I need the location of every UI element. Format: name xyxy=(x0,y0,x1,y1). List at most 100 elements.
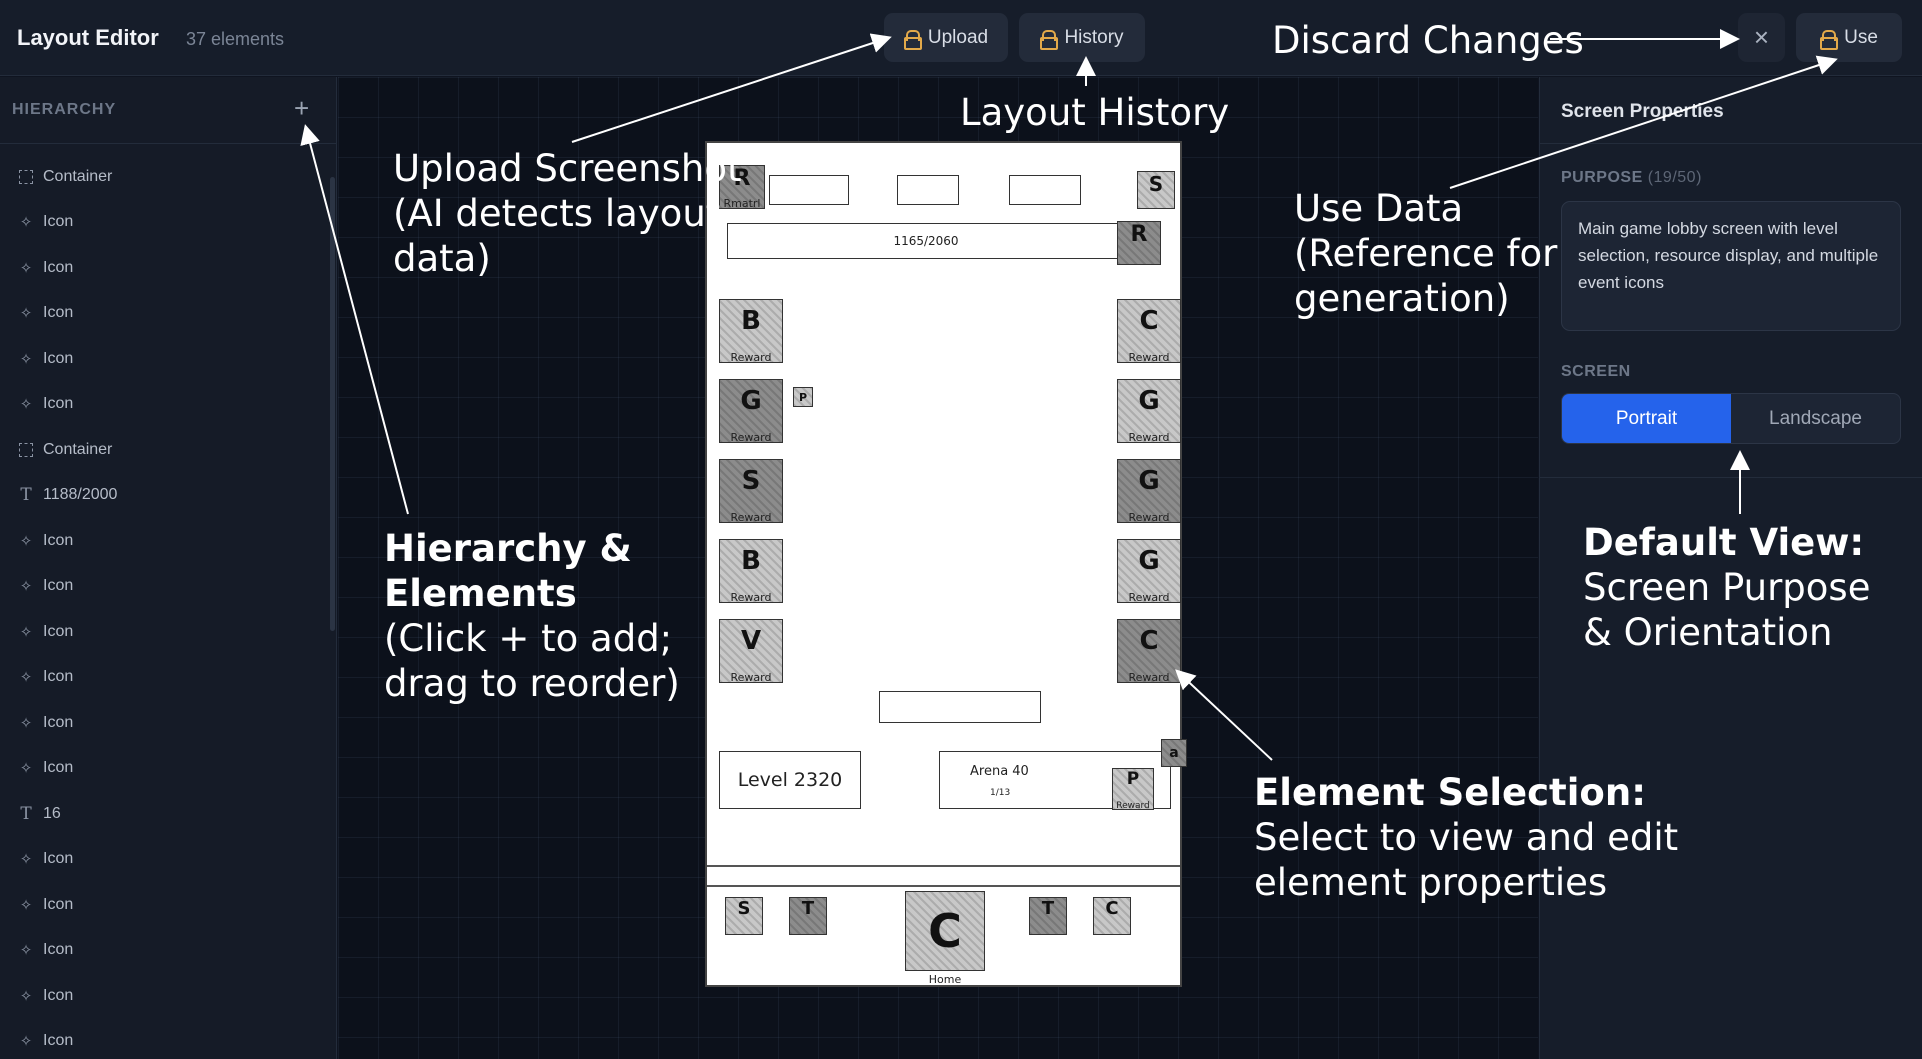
properties-title: Screen Properties xyxy=(1561,101,1724,122)
hierarchy-item-container[interactable]: Container xyxy=(18,427,117,473)
app-title: Layout Editor xyxy=(17,25,159,50)
mockup-reward-icon[interactable]: V Reward xyxy=(719,619,783,684)
mockup-empty-box[interactable] xyxy=(879,691,1041,723)
hierarchy-item-label: Icon xyxy=(43,1032,74,1050)
close-icon: × xyxy=(1753,22,1770,52)
scrollbar[interactable] xyxy=(330,177,335,631)
annotation-default-view: Default View: Screen Purpose & Orientati… xyxy=(1583,520,1870,655)
mockup-nav-item[interactable]: C xyxy=(1093,897,1131,935)
screen-label: SCREEN xyxy=(1561,363,1631,380)
hierarchy-item-icon[interactable]: ✧Icon xyxy=(18,928,117,974)
mockup-nav-item[interactable]: T xyxy=(789,897,827,935)
mockup-side-tab[interactable]: a xyxy=(1161,739,1187,767)
annotation-hierarchy-title: Elements xyxy=(384,572,577,615)
hierarchy-item-icon[interactable]: ✧Icon xyxy=(18,655,117,701)
hierarchy-item-label: Icon xyxy=(43,986,74,1004)
mockup-small-badge[interactable]: P xyxy=(793,387,813,407)
upload-button[interactable]: Upload xyxy=(884,13,1008,62)
mockup-reward-caption: Reward xyxy=(730,671,772,684)
hierarchy-item-icon[interactable]: ✧Icon xyxy=(18,609,117,655)
mockup-arena-icon[interactable]: P Reward xyxy=(1112,768,1154,811)
use-button[interactable]: Use xyxy=(1796,13,1902,62)
hierarchy-item-label: Icon xyxy=(43,531,74,549)
history-button[interactable]: History xyxy=(1019,13,1145,62)
annotation-selection-title: Element Selection: xyxy=(1254,771,1646,814)
element-count: 37 elements xyxy=(186,29,285,49)
mockup-reward-letter: G xyxy=(740,386,762,416)
annotation-upload-title: Upload Screenshot xyxy=(393,147,742,190)
hierarchy-item-icon[interactable]: ✧Icon xyxy=(18,700,117,746)
hierarchy-item-icon[interactable]: ✧Icon xyxy=(18,837,117,883)
mockup-nav-letter: T xyxy=(801,898,815,919)
mockup-top-icon[interactable]: R Rmatrl xyxy=(719,165,765,210)
mockup-nav-item[interactable]: T xyxy=(1029,897,1067,935)
mockup-level-box[interactable]: Level 2320 xyxy=(719,751,861,809)
hierarchy-item-icon[interactable]: ✧Icon xyxy=(18,382,117,428)
portrait-option[interactable]: Portrait xyxy=(1562,394,1731,443)
mockup-resource-box[interactable] xyxy=(897,175,959,205)
mockup-arena-text: Arena 40 xyxy=(970,764,1029,779)
add-element-icon[interactable]: + xyxy=(294,93,310,123)
mockup-reward-caption: Reward xyxy=(730,591,772,604)
hierarchy-item-label: Container xyxy=(43,167,113,185)
hierarchy-item-icon[interactable]: ✧Icon xyxy=(18,564,117,610)
annotation-hierarchy-sub: (Click + to add; xyxy=(384,617,673,660)
hierarchy-header: HIERARCHY xyxy=(12,101,117,118)
mockup-reward-letter: B xyxy=(741,546,761,576)
hierarchy-item-icon[interactable]: ✧Icon xyxy=(18,1019,117,1059)
annotation-default-title: Default View: xyxy=(1583,521,1865,564)
landscape-option[interactable]: Landscape xyxy=(1769,407,1862,429)
mockup-arena-icon-caption: Reward xyxy=(1116,801,1150,811)
container-icon-shape xyxy=(19,169,33,184)
annotation-discard: Discard Changes xyxy=(1272,19,1584,62)
hierarchy-item-container[interactable]: Container xyxy=(18,154,117,200)
mockup-nav-item[interactable]: S xyxy=(725,897,763,935)
sparkle-icon: ✧ xyxy=(19,714,33,732)
mockup-resource-box[interactable] xyxy=(769,175,849,205)
hierarchy-item-icon[interactable]: ✧Icon xyxy=(18,746,117,792)
hierarchy-item-icon[interactable]: ✧Icon xyxy=(18,200,117,246)
hierarchy-item-icon[interactable]: ✧Icon xyxy=(18,336,117,382)
hierarchy-item-icon[interactable]: ✧Icon xyxy=(18,245,117,291)
sparkle-icon: ✧ xyxy=(19,305,33,323)
container-icon-shape xyxy=(19,442,33,457)
mockup-top-right-icon[interactable]: S xyxy=(1137,171,1175,209)
mockup-nav-home[interactable]: C Home xyxy=(905,891,985,986)
mockup-arena-box[interactable]: Arena 40 1/13 P Reward xyxy=(939,751,1171,811)
hierarchy-item-label: Icon xyxy=(43,349,74,367)
mockup-progress-bar[interactable]: 1165/2060 xyxy=(727,223,1125,259)
annotation-default-sub: Screen Purpose xyxy=(1583,566,1871,609)
mockup-bar-icon[interactable]: R xyxy=(1117,221,1161,265)
hierarchy-item-icon[interactable]: ✧Icon xyxy=(18,973,117,1019)
mockup-reward-icon[interactable]: B Reward xyxy=(719,539,783,604)
annotation-use-sub: generation) xyxy=(1294,277,1510,320)
mockup-reward-caption: Reward xyxy=(1128,671,1170,684)
annotation-selection-sub: element properties xyxy=(1254,861,1608,904)
hierarchy-item-icon[interactable]: ✧Icon xyxy=(18,882,117,928)
mockup-top-icon-caption: Rmatrl xyxy=(723,197,761,210)
discard-changes-button[interactable]: × xyxy=(1738,13,1785,62)
hierarchy-item-label: Icon xyxy=(43,941,74,959)
lock-icon xyxy=(1820,29,1839,50)
mockup-reward-caption: Reward xyxy=(1128,511,1170,524)
hierarchy-item-icon[interactable]: ✧Icon xyxy=(18,291,117,337)
mockup-reward-letter: G xyxy=(1138,386,1160,416)
mockup-reward-letter: V xyxy=(740,626,762,656)
purpose-textarea[interactable]: Main game lobby screen with level select… xyxy=(1561,201,1901,331)
mockup-resource-box[interactable] xyxy=(1009,175,1081,205)
hierarchy-item-icon[interactable]: ✧Icon xyxy=(18,518,117,564)
divider xyxy=(0,143,337,144)
mockup-divider xyxy=(707,865,1180,867)
